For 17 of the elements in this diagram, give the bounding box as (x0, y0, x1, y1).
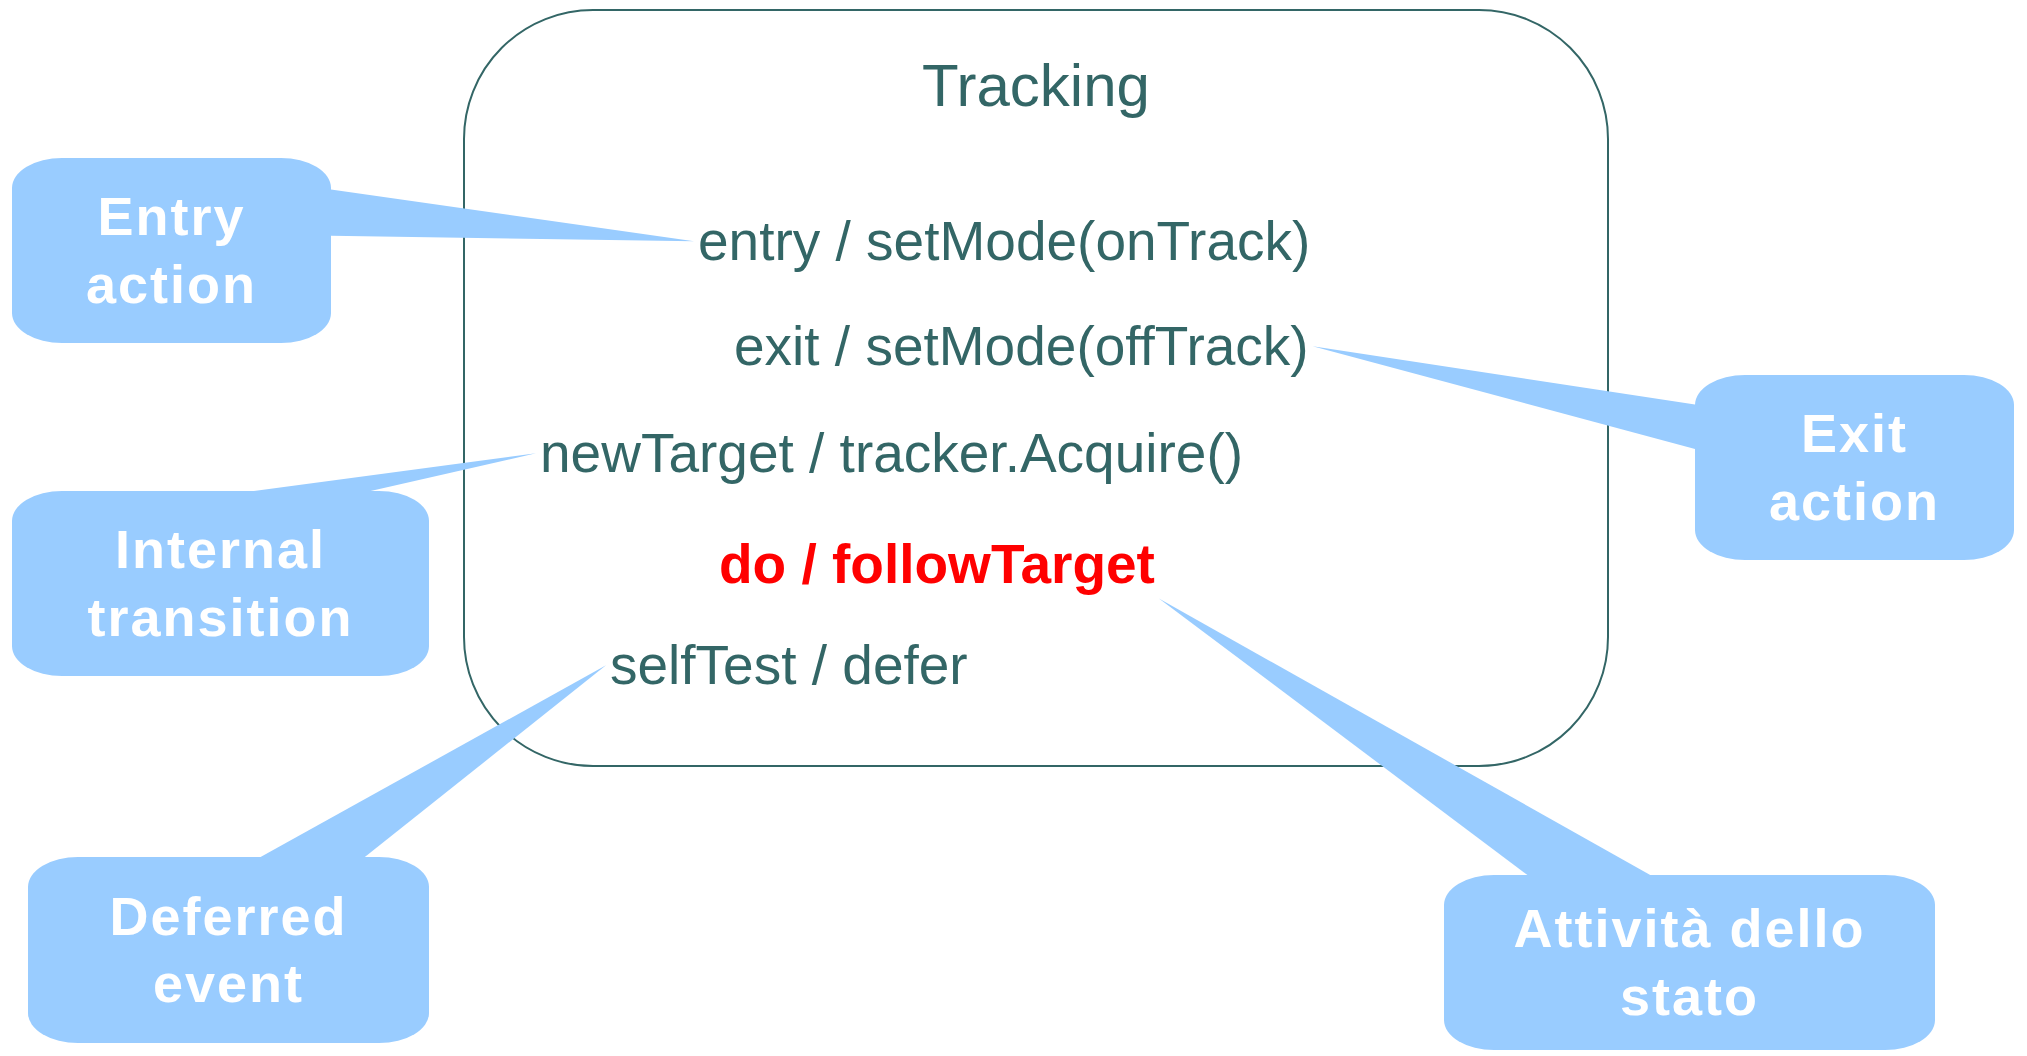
leader-line (260, 665, 606, 857)
leader-line (1158, 598, 1651, 875)
action-text: entry / setMode(onTrack) (698, 211, 1311, 272)
callout-text: Attività dello stato (1512, 897, 1867, 1028)
callout-bubble (12, 158, 331, 343)
callout-bubble (28, 857, 429, 1043)
activity-text: do / followTarget (719, 534, 1155, 595)
callout-bubble (1444, 875, 1935, 1050)
callout-bubble (1695, 375, 2014, 560)
action-text: selfTest / defer (610, 635, 968, 696)
action-text: newTarget / tracker.Acquire() (540, 423, 1244, 484)
callout-text: Internal transition (86, 518, 355, 649)
callout-text: Exit action (1768, 402, 1941, 533)
action-text: exit / setMode(offTrack) (734, 316, 1309, 377)
callout-text: Deferred event (108, 884, 349, 1015)
callout-text: Entry action (85, 185, 258, 316)
state-name: Tracking (921, 51, 1151, 120)
